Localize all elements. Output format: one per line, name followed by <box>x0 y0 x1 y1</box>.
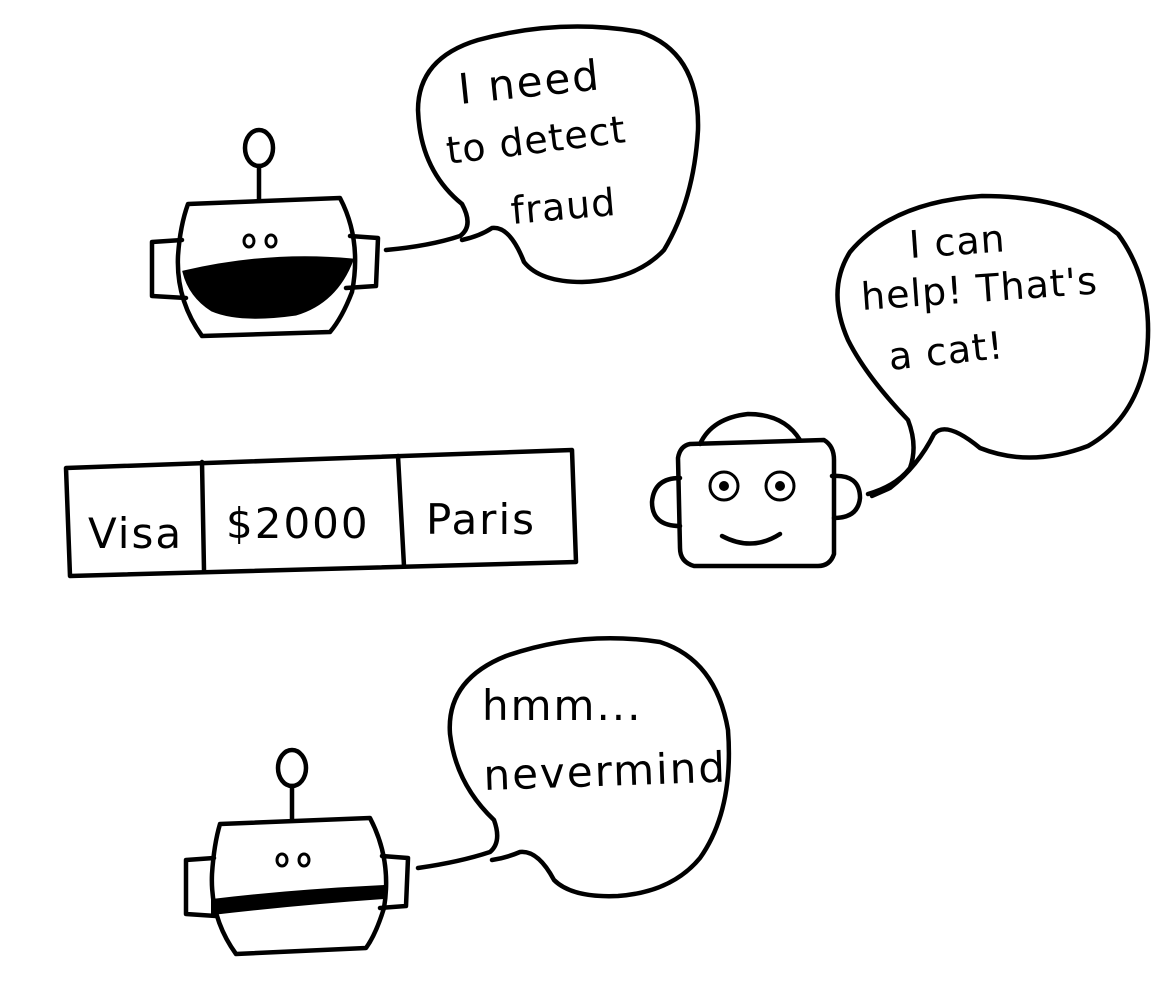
robot-bottom-right-eye <box>297 852 311 868</box>
robot-bottom <box>183 747 411 957</box>
robot-bottom-head <box>209 815 389 957</box>
robot-right-right-eye <box>764 470 796 502</box>
robot-right-left-pupil <box>719 481 729 491</box>
robot-top-antenna-knob <box>242 127 276 169</box>
robot-top-right-eye <box>264 233 278 249</box>
robot-right-dome <box>697 411 803 447</box>
speech-bubble-top-outline <box>383 24 701 285</box>
robot-right-right-pupil <box>775 481 785 491</box>
robot-bottom-left-eye <box>275 852 289 868</box>
robot-top-head <box>175 195 358 339</box>
transaction-cell-card: Visa <box>88 509 183 558</box>
robot-bottom-left-ear <box>183 855 219 919</box>
robot-top-left-eye <box>242 233 256 249</box>
speech-right-line-2: help! That's <box>860 259 1100 319</box>
robot-top-right-ear <box>343 233 381 291</box>
robot-top-left-ear <box>149 237 189 301</box>
speech-top-line-1: I need <box>456 50 603 114</box>
speech-bubble-right-outline <box>835 193 1151 499</box>
speech-bubble-bottom-outline <box>415 635 732 899</box>
speech-top-line-2: to detect <box>444 107 629 173</box>
robot-right-left-eye <box>708 470 740 502</box>
robot-right-smile <box>719 531 783 546</box>
transaction-record-divider-2 <box>395 453 407 569</box>
robot-bottom-mouth <box>211 884 385 916</box>
speech-bottom-line-2: nevermind <box>483 743 728 800</box>
robot-right-left-ear <box>649 475 683 529</box>
transaction-record-border <box>63 447 579 579</box>
transaction-record: Visa $2000 Paris <box>63 447 579 579</box>
transaction-record-divider-1 <box>199 459 207 573</box>
speech-bubble-bottom: hmm... nevermind <box>415 635 732 899</box>
robot-right-right-ear <box>829 473 863 521</box>
robot-right-head <box>675 437 837 569</box>
speech-top-line-3: fraud <box>509 180 618 233</box>
robot-top-mouth <box>182 256 355 319</box>
robot-bottom-right-ear <box>377 853 411 911</box>
transaction-cell-amount: $2000 <box>226 499 370 548</box>
speech-right-line-3: a cat! <box>886 323 1006 379</box>
robot-bottom-antenna-knob <box>275 747 309 789</box>
speech-bottom-line-1: hmm... <box>482 681 643 730</box>
speech-right-line-1: I can <box>908 216 1007 267</box>
robot-top <box>149 127 381 339</box>
robot-right <box>649 411 863 569</box>
speech-bubble-top: I need to detect fraud <box>383 24 701 285</box>
transaction-cell-city: Paris <box>426 495 536 544</box>
speech-bubble-right: I can help! That's a cat! <box>835 193 1151 499</box>
